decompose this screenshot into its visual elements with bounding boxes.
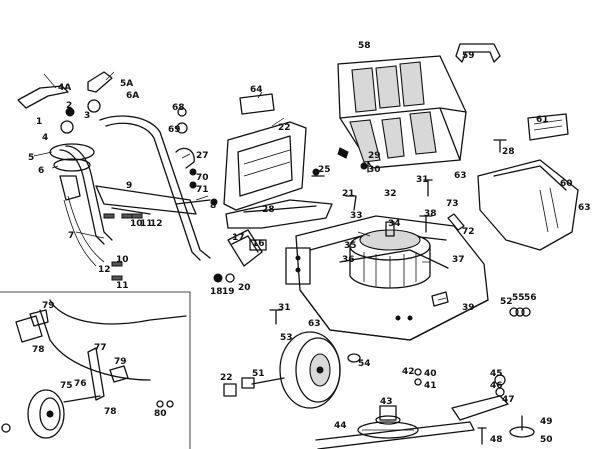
- label-29: 29: [368, 151, 381, 161]
- label-23: 22: [220, 373, 233, 383]
- label-27: 28: [262, 205, 275, 215]
- label-5a: 5A: [120, 79, 133, 89]
- label-26: 27: [196, 151, 209, 161]
- label-11: 11: [140, 219, 153, 229]
- label-7: 7: [68, 231, 74, 241]
- label-46: 46: [490, 381, 503, 391]
- label-54: 54: [358, 359, 371, 369]
- label-5: 5: [28, 153, 34, 163]
- blade-assembly: [315, 405, 475, 449]
- label-8: 8: [210, 201, 216, 211]
- label-6a: 6A: [126, 91, 139, 101]
- label-plate-64: [239, 93, 275, 115]
- label-71: 71: [196, 185, 209, 195]
- label-49: 49: [540, 417, 553, 427]
- small-hardware: [175, 107, 507, 325]
- label-64: 64: [250, 85, 263, 95]
- upper-handle: [17, 71, 211, 281]
- label-57: 58: [358, 41, 371, 51]
- label-36: 36: [342, 255, 355, 265]
- axle-bolt: [223, 377, 285, 397]
- label-10: 10: [130, 219, 143, 229]
- label-3: 3: [84, 111, 90, 121]
- label-58: 59: [462, 51, 475, 61]
- label-55: 55: [512, 293, 525, 303]
- label-6: 6: [38, 166, 44, 176]
- label-62: 63: [454, 171, 467, 181]
- label-76: 77: [94, 343, 107, 353]
- label-44: 44: [334, 421, 347, 431]
- label-39: 39: [462, 303, 475, 313]
- label-2: 2: [66, 101, 72, 111]
- label-22: 22: [278, 123, 291, 133]
- label-68: 68: [172, 103, 185, 113]
- motor-cover: [477, 113, 579, 251]
- label-74: 75: [60, 381, 73, 391]
- box-handle: [455, 43, 501, 63]
- label-41: 41: [424, 381, 437, 391]
- label-35: 35: [344, 241, 357, 251]
- label-77: 78: [104, 407, 117, 417]
- label-11-lower: 11: [116, 281, 129, 291]
- label-10-lower: 10: [116, 255, 129, 265]
- label-31: 31: [278, 303, 291, 313]
- label-78-top: 79: [42, 301, 55, 311]
- label-63: 63: [308, 319, 321, 329]
- part-number-labels: 4A 5A 6A 2 3 1 4 5 6 9 10 11 12 8 7 12 1…: [28, 41, 591, 445]
- electric-motor: [349, 221, 431, 289]
- label-53: 53: [280, 333, 293, 343]
- label-69: 69: [168, 125, 181, 135]
- label-19: 19: [222, 287, 235, 297]
- label-17: 17: [232, 233, 245, 243]
- inset-detail: [0, 291, 191, 449]
- label-70: 70: [196, 173, 209, 183]
- label-31-top: 31: [416, 175, 429, 185]
- label-60: 61: [536, 115, 549, 125]
- label-52: 51: [252, 369, 265, 379]
- label-1: 1: [36, 117, 42, 127]
- label-43: 43: [380, 397, 393, 407]
- label-42: 42: [402, 367, 415, 377]
- label-78: 79: [114, 357, 127, 367]
- label-73: 73: [446, 199, 459, 209]
- grass-box: [337, 55, 467, 169]
- label-16: 16: [252, 239, 265, 249]
- label-48: 48: [490, 435, 503, 445]
- label-47: 47: [502, 395, 515, 405]
- label-45: 45: [490, 369, 503, 379]
- label-59: 60: [560, 179, 573, 189]
- label-12: 12: [150, 219, 163, 229]
- label-51: 52: [500, 297, 513, 307]
- rear-wheel: [279, 331, 361, 409]
- label-4a: 4A: [58, 83, 71, 93]
- label-25: 25: [318, 165, 331, 175]
- label-79: 80: [154, 409, 167, 419]
- label-18: 18: [210, 287, 223, 297]
- label-30: 30: [368, 165, 381, 175]
- label-38: 38: [424, 209, 437, 219]
- label-21: 21: [342, 189, 355, 199]
- leader-lines: [33, 71, 447, 301]
- label-75: 76: [74, 379, 87, 389]
- label-77-top: 78: [32, 345, 45, 355]
- label-61: 63: [578, 203, 591, 213]
- cable-control: [225, 199, 333, 267]
- label-4: 4: [42, 133, 48, 143]
- rear-flap: [223, 121, 307, 211]
- label-72: 72: [462, 227, 475, 237]
- label-34: 34: [388, 219, 401, 229]
- label-56: 56: [524, 293, 537, 303]
- label-20: 20: [238, 283, 251, 293]
- label-28: 28: [502, 147, 515, 157]
- label-50: 50: [540, 435, 553, 445]
- label-9: 9: [126, 181, 132, 191]
- height-adjuster: [414, 307, 535, 445]
- label-12-lower: 12: [98, 265, 111, 275]
- label-40: 40: [424, 369, 437, 379]
- label-37: 37: [452, 255, 465, 265]
- label-32: 32: [384, 189, 397, 199]
- label-33: 33: [350, 211, 363, 221]
